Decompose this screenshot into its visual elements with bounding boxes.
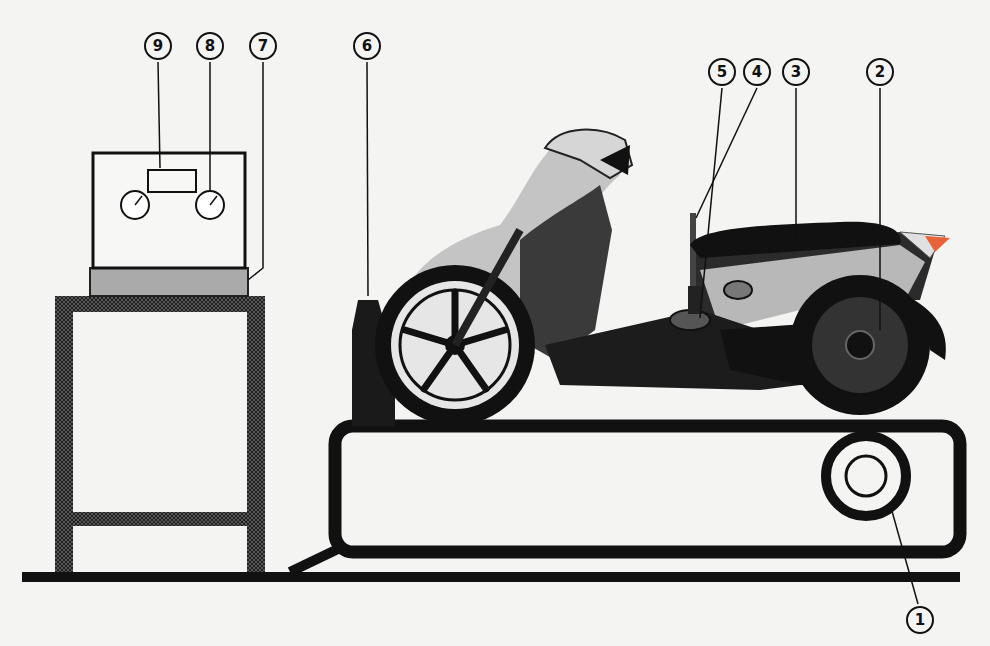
callout-number: 2	[866, 58, 894, 86]
scooter	[352, 130, 950, 426]
callout-number: 7	[249, 32, 277, 60]
callout-number: 4	[743, 58, 771, 86]
callout-number: 1	[906, 606, 934, 634]
instrument-table	[55, 296, 265, 572]
callout-number: 8	[196, 32, 224, 60]
floor	[22, 572, 960, 582]
callout-number: 9	[144, 32, 172, 60]
callout-number: 3	[782, 58, 810, 86]
test-platform	[290, 426, 960, 572]
base-plate	[90, 268, 248, 296]
instrument-console	[93, 153, 245, 268]
leader-lines	[158, 62, 918, 604]
callout-number: 6	[353, 32, 381, 60]
callout-number: 5	[708, 58, 736, 86]
